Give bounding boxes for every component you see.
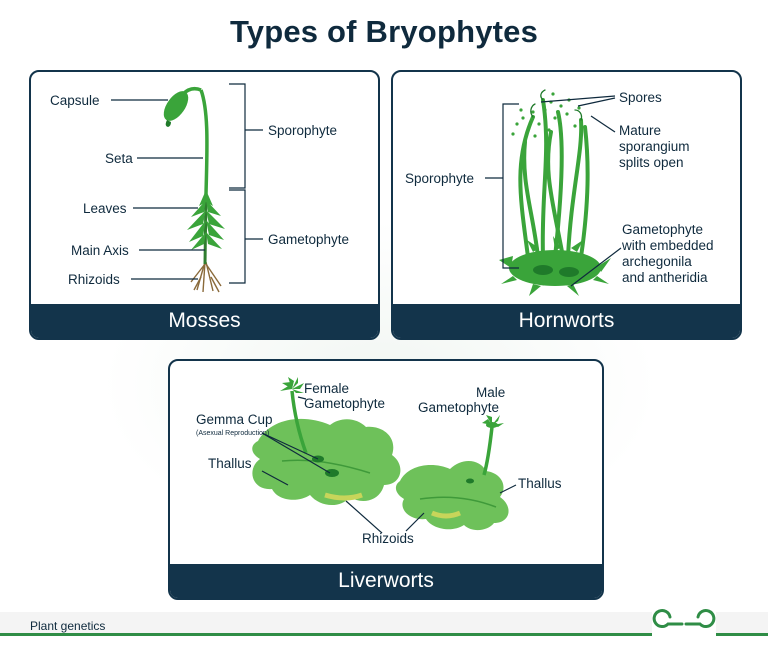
- liverworts-banner: Liverworts: [170, 564, 602, 598]
- liverworts-panel: Female Gametophyte Male Gametophyte Gemm…: [168, 359, 604, 600]
- brand-logo-icon: [652, 606, 716, 642]
- footer-caption: Plant genetics: [30, 619, 106, 633]
- footer-divider: [0, 633, 768, 636]
- rhizoids-label: Rhizoids: [68, 272, 120, 287]
- seta-label: Seta: [105, 151, 133, 166]
- gametophyte-label-line2: with embedded: [621, 238, 714, 253]
- moss-rhizoids-illustration: [190, 261, 222, 293]
- mature-label-line1: Mature: [619, 123, 661, 138]
- liverwort-leader-lines: [261, 396, 517, 534]
- sporophyte-label: Sporophyte: [268, 123, 337, 138]
- mature-label-line3: splits open: [619, 155, 684, 170]
- moss-leader-lines: [111, 83, 263, 284]
- asexual-reproduction-label: (Asexual Reproduction): [196, 430, 269, 437]
- thallus-left-label: Thallus: [208, 456, 252, 471]
- hornwort-gametophyte-illustration: [499, 236, 611, 296]
- page-title: Types of Bryophytes: [229, 14, 539, 49]
- female-label-line2: Gametophyte: [304, 396, 385, 411]
- main-axis-label: Main Axis: [71, 243, 129, 258]
- hornworts-diagram: Spores Mature sporangium splits open Spo…: [405, 89, 714, 296]
- rhizoids-label: Rhizoids: [362, 531, 414, 546]
- footer-bar: [0, 612, 768, 633]
- gametophyte-label-line3: archegonila: [622, 254, 692, 269]
- capsule-label: Capsule: [50, 93, 100, 108]
- right-thallus-illustration: [395, 460, 509, 531]
- male-gametophyte-illustration: [482, 415, 504, 476]
- spores-label: Spores: [619, 90, 662, 105]
- hornwort-sporophytes-illustration: [518, 98, 590, 259]
- moss-main-axis: [203, 191, 208, 265]
- mosses-diagram: Capsule Seta Leaves Main Axis Rhizoids S…: [50, 83, 349, 293]
- gametophyte-label: Gametophyte: [268, 232, 349, 247]
- female-label-line1: Female: [304, 381, 349, 396]
- mosses-banner: Mosses: [31, 304, 378, 338]
- mature-label-line2: sporangium: [619, 139, 690, 154]
- gametophyte-label-line1: Gametophyte: [622, 222, 703, 237]
- moss-leaves-illustration: [187, 190, 225, 250]
- mosses-panel: Capsule Seta Leaves Main Axis Rhizoids S…: [29, 70, 380, 340]
- hornworts-panel: Spores Mature sporangium splits open Spo…: [391, 70, 742, 340]
- hornwort-leader-lines: [485, 95, 622, 287]
- male-label-line1: Male: [476, 385, 505, 400]
- moss-capsule-illustration: [163, 86, 202, 127]
- hornworts-banner: Hornworts: [393, 304, 740, 338]
- male-label-line2: Gametophyte: [418, 400, 499, 415]
- liverworts-diagram: Female Gametophyte Male Gametophyte Gemm…: [196, 377, 562, 546]
- thallus-right-label: Thallus: [518, 476, 562, 491]
- female-gametophyte-illustration: [280, 377, 308, 454]
- left-thallus-illustration: [252, 418, 401, 506]
- leaves-label: Leaves: [83, 201, 127, 216]
- sporophyte-label: Sporophyte: [405, 171, 474, 186]
- moss-seta: [199, 89, 209, 195]
- gemma-cup-label: Gemma Cup: [196, 412, 273, 427]
- gametophyte-label-line4: and antheridia: [622, 270, 708, 285]
